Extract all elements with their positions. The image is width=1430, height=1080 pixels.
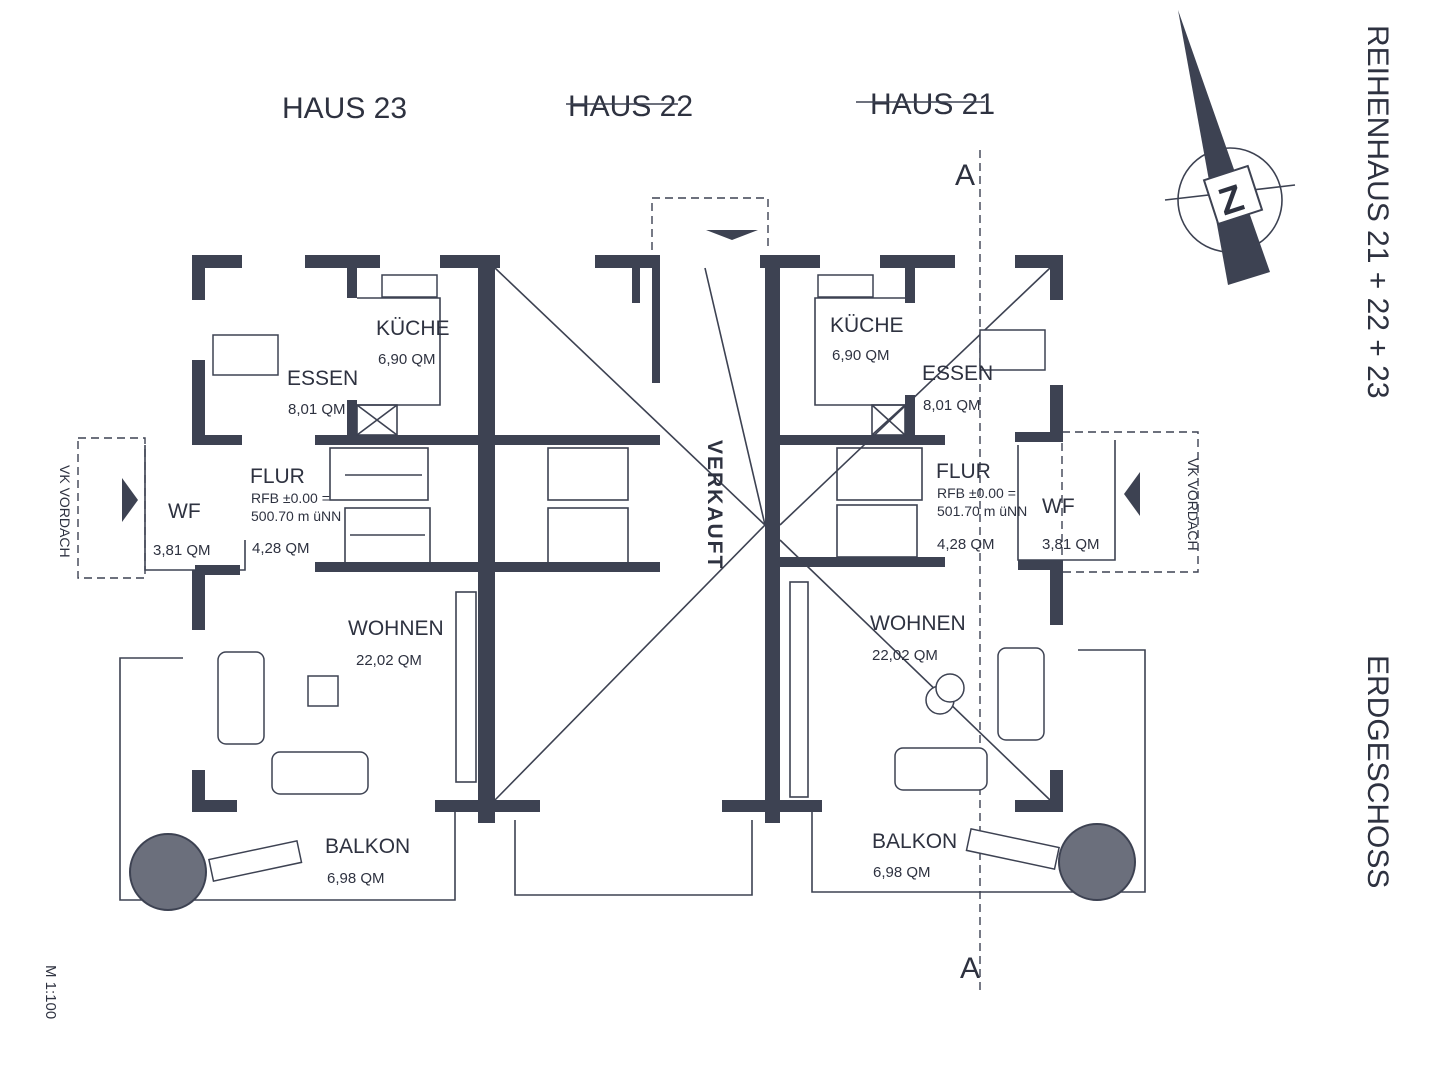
hall-label-left: FLUR [250,465,305,488]
project-title: REIHENHAUS 21 + 22 + 23 [1361,25,1394,399]
balcony-right [811,649,1146,893]
entrance-canopy-middle [651,197,769,250]
kitchen-label-left: KÜCHE [376,317,450,340]
stairs-middle [547,447,629,564]
stairs-right [836,447,923,558]
house-23-label: HAUS 23 [282,92,407,125]
furniture [212,274,1046,798]
entrance-arrow-right-icon [1124,472,1140,516]
house-21-label: HAUS 21 [870,88,995,121]
hall-level-right: RFB ±0.00 = [937,485,1016,501]
kitchen-area-left: 6,90 QM [378,351,436,368]
kitchen-area-right: 6,90 QM [832,347,890,364]
wc-label-left: WF [168,500,201,523]
hall-area-left: 4,28 QM [252,540,310,557]
scale-label: M 1:100 [42,965,59,1019]
sold-cross-middle [494,267,766,801]
canopy-label-left: VK VORDACH [57,465,73,558]
stairs-left [329,447,431,564]
north-arrow-icon: Z [1164,10,1296,285]
balcony-left [119,657,456,901]
living-area-left: 22,02 QM [356,652,422,669]
canopy-right [1061,431,1199,573]
balcony-area-right: 6,98 QM [873,864,931,881]
kitchen-label-right: KÜCHE [830,314,904,337]
dining-area-right: 8,01 QM [923,397,981,414]
canopy-label-right: VK VORDACH [1185,458,1201,551]
hall-label-right: FLUR [936,460,991,483]
interior-lines [144,297,1116,571]
floor-title: ERDGESCHOSS [1361,655,1394,888]
hall-level-left: RFB ±0.00 = [251,490,330,506]
house-22-label: HAUS 22 [568,90,693,123]
balcony-middle [514,820,753,896]
wc-label-right: WF [1042,495,1075,518]
dining-label-right: ESSEN [922,362,993,385]
dining-area-left: 8,01 QM [288,401,346,418]
entrance-arrow-left-icon [122,478,138,522]
balcony-area-left: 6,98 QM [327,870,385,887]
hall-elevation-left: 500.70 m üNN [251,508,341,524]
canopy-left [77,437,146,579]
balcony-label-left: BALKON [325,835,410,858]
umbrella-icon [1058,823,1136,901]
entrance-arrow-icon [706,230,758,240]
wc-area-right: 3,81 QM [1042,536,1100,553]
dining-label-left: ESSEN [287,367,358,390]
umbrella-icon [129,833,207,911]
sunlounger-icon [965,827,1060,870]
living-label-left: WOHNEN [348,617,444,640]
hall-area-right: 4,28 QM [937,536,995,553]
sunlounger-icon [208,839,303,882]
cross-right [779,267,1051,801]
section-marker-top: A [955,159,975,192]
hall-elevation-right: 501.70 m üNN [937,503,1027,519]
living-label-right: WOHNEN [870,612,966,635]
balcony-label-right: BALKON [872,830,957,853]
sold-label: VERKAUFT [703,440,726,570]
section-marker-bottom: A [960,952,980,985]
wc-area-left: 3,81 QM [153,542,211,559]
living-area-right: 22,02 QM [872,647,938,664]
